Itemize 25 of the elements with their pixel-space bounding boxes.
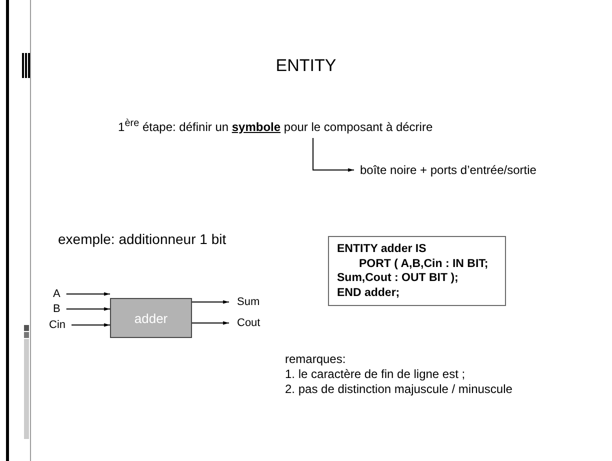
port-label: A	[53, 288, 60, 300]
result-text: boîte noire + ports d’entrée/sortie	[360, 163, 536, 177]
port-label: Sum	[237, 296, 260, 308]
port-label: Cin	[49, 319, 66, 331]
slide-title: ENTITY	[274, 56, 338, 76]
code-line: ENTITY adder IS	[337, 242, 428, 256]
port-label: B	[53, 303, 60, 315]
code-line: Sum,Cout : OUT BIT );	[337, 271, 460, 286]
example-text: exemple: additionneur 1 bit	[58, 231, 226, 247]
code-line: PORT ( A,B,Cin : IN BIT;	[358, 256, 490, 271]
arrow	[312, 138, 354, 172]
note-item: 1. le caractère de fin de ligne est ;	[285, 367, 466, 381]
arrow	[66, 292, 110, 296]
step-text: 1$^{ère}$ étape: définir un symbole pour le composant à décrire	[118, 118, 433, 134]
arrow	[66, 307, 110, 311]
arrow	[192, 321, 230, 325]
code-line: END adder;	[337, 286, 401, 300]
port-label: Cout	[237, 317, 260, 329]
note-item: 2. pas de distinction majuscule / minuscule	[285, 382, 512, 396]
block-label: adder	[134, 310, 168, 326]
notes-heading: remarques:	[285, 352, 346, 366]
code-box	[328, 236, 506, 306]
arrow	[192, 300, 230, 304]
adder-block	[110, 298, 192, 338]
arrow	[71, 323, 110, 327]
